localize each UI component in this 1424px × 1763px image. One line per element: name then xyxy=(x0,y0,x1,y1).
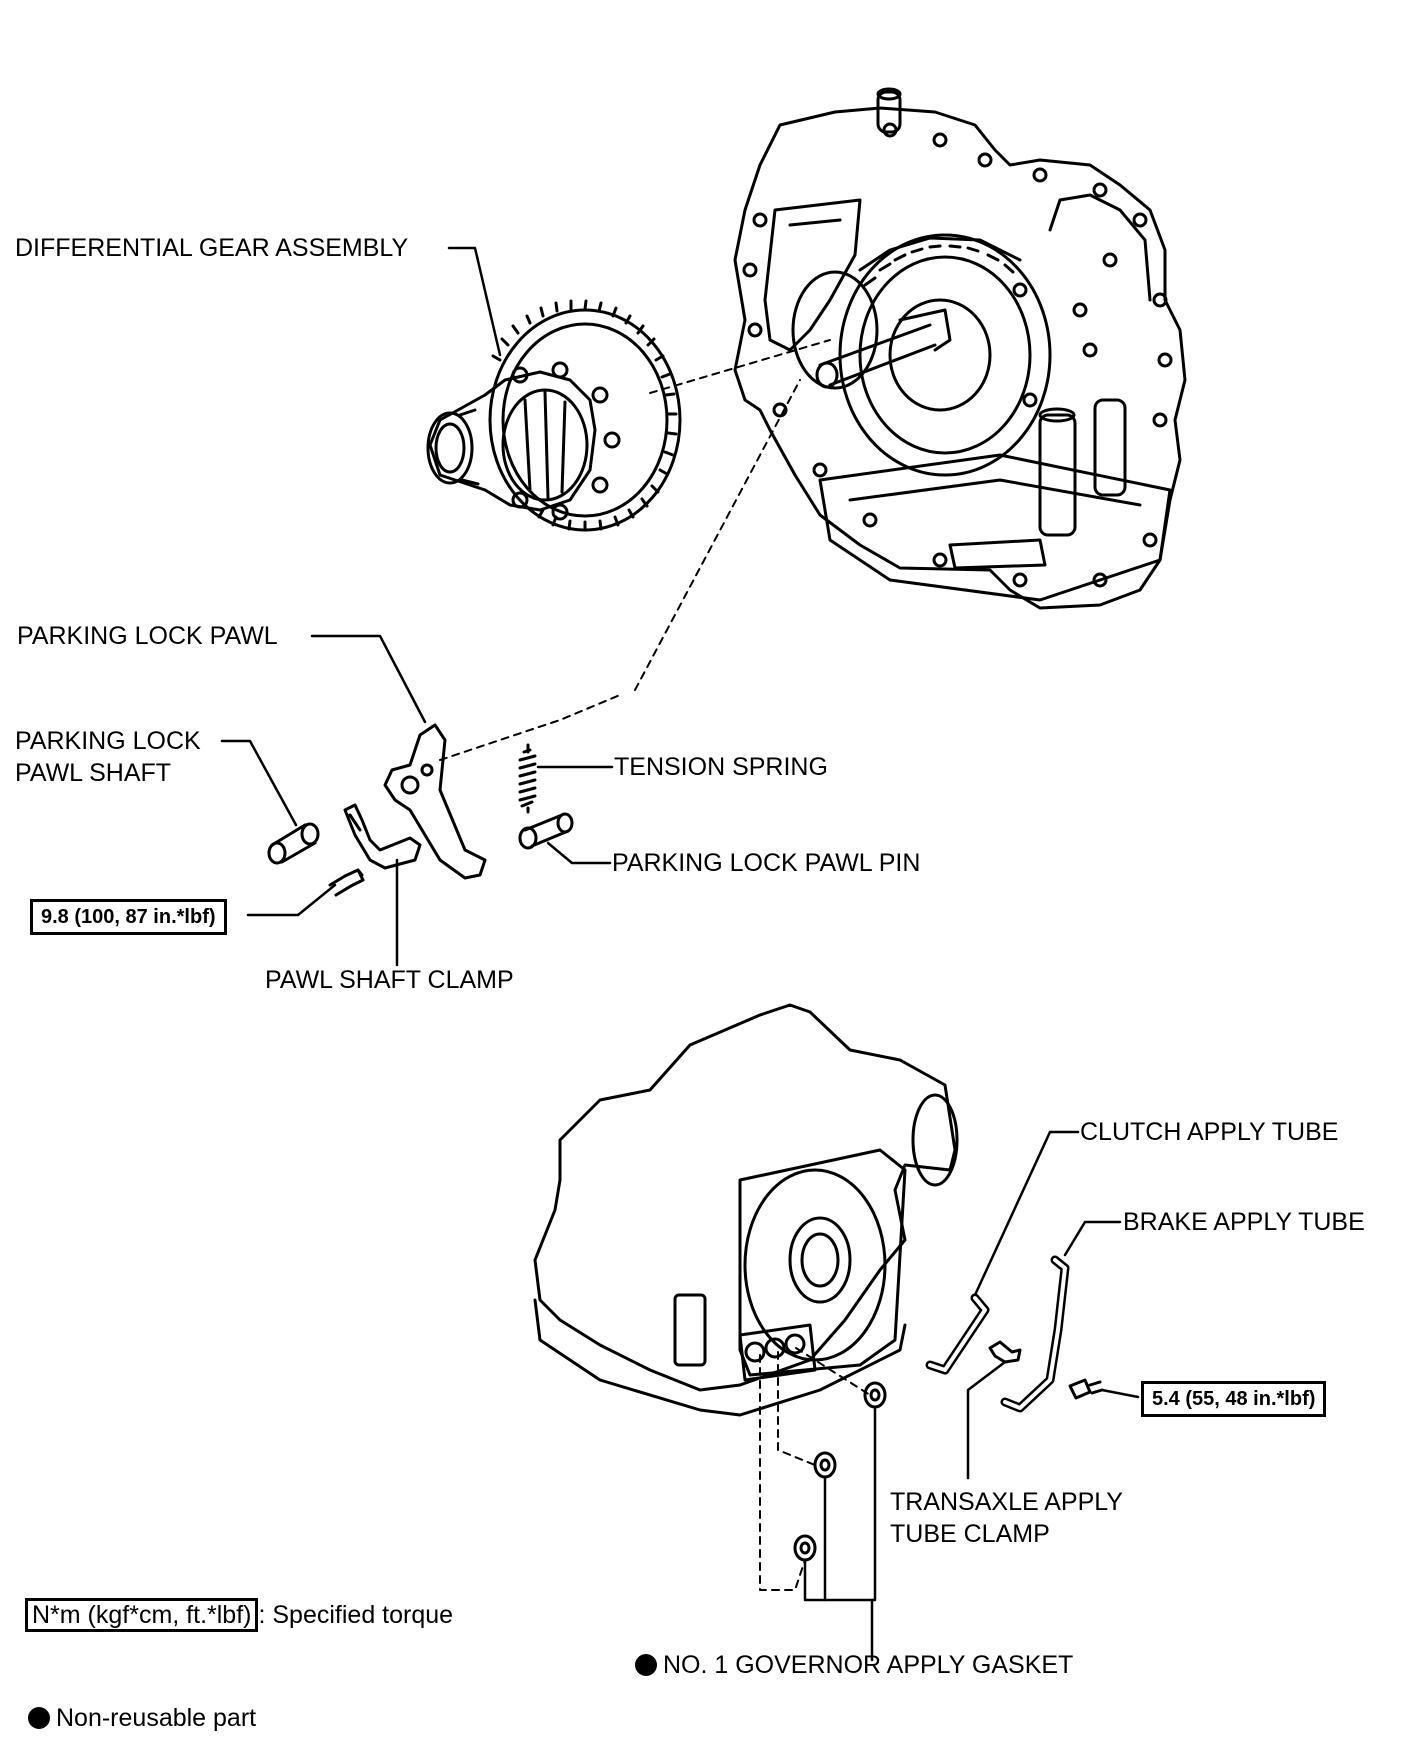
non-reusable-dot-icon xyxy=(635,1654,657,1676)
non-reusable-dot-icon xyxy=(28,1707,50,1729)
legend-non-reusable-text: Non-reusable part xyxy=(56,1704,257,1732)
legend-non-reusable: Non-reusable part xyxy=(28,1703,256,1733)
clutch-apply-tube xyxy=(925,1293,990,1375)
gaskets xyxy=(793,1381,887,1562)
label-parking-lock-pawl-pin: PARKING LOCK PAWL PIN xyxy=(612,849,921,877)
legend-torque-unit-box: N*m (kgf*cm, ft.*lbf) xyxy=(25,1598,259,1632)
label-no1-governor-apply-gasket-text: NO. 1 GOVERNOR APPLY GASKET xyxy=(663,1651,1074,1679)
label-transaxle-apply-tube-clamp-line2: TUBE CLAMP xyxy=(890,1520,1050,1548)
label-parking-lock-pawl-shaft-line1: PARKING LOCK xyxy=(15,727,201,755)
label-parking-lock-pawl: PARKING LOCK PAWL xyxy=(17,622,278,650)
label-parking-lock-pawl-shaft-line2: PAWL SHAFT xyxy=(15,759,172,787)
label-clutch-apply-tube: CLUTCH APPLY TUBE xyxy=(1080,1118,1339,1146)
label-brake-apply-tube: BRAKE APPLY TUBE xyxy=(1123,1208,1365,1236)
legend-torque: N*m (kgf*cm, ft.*lbf): Specified torque xyxy=(25,1598,454,1632)
transaxle-case-illustration xyxy=(733,87,1187,610)
leader-lines xyxy=(220,246,1140,1662)
label-no1-governor-apply-gasket: NO. 1 GOVERNOR APPLY GASKET xyxy=(635,1650,1073,1680)
transaxle-rear-illustration xyxy=(533,1003,959,1417)
label-differential-gear-assembly: DIFFERENTIAL GEAR ASSEMBLY xyxy=(15,234,409,262)
label-tension-spring: TENSION SPRING xyxy=(614,753,828,781)
legend-torque-desc: : Specified torque xyxy=(258,1601,454,1629)
label-pawl-shaft-clamp: PAWL SHAFT CLAMP xyxy=(265,966,514,994)
torque-spec-brake-tube-bolt: 5.4 (55, 48 in.*lbf) xyxy=(1141,1381,1327,1417)
parking-lock-parts xyxy=(267,723,574,897)
torque-spec-pawl-clamp-bolt: 9.8 (100, 87 in.*lbf) xyxy=(30,899,227,935)
label-transaxle-apply-tube-clamp-line1: TRANSAXLE APPLY xyxy=(890,1488,1123,1516)
differential-gear-illustration xyxy=(426,299,682,532)
